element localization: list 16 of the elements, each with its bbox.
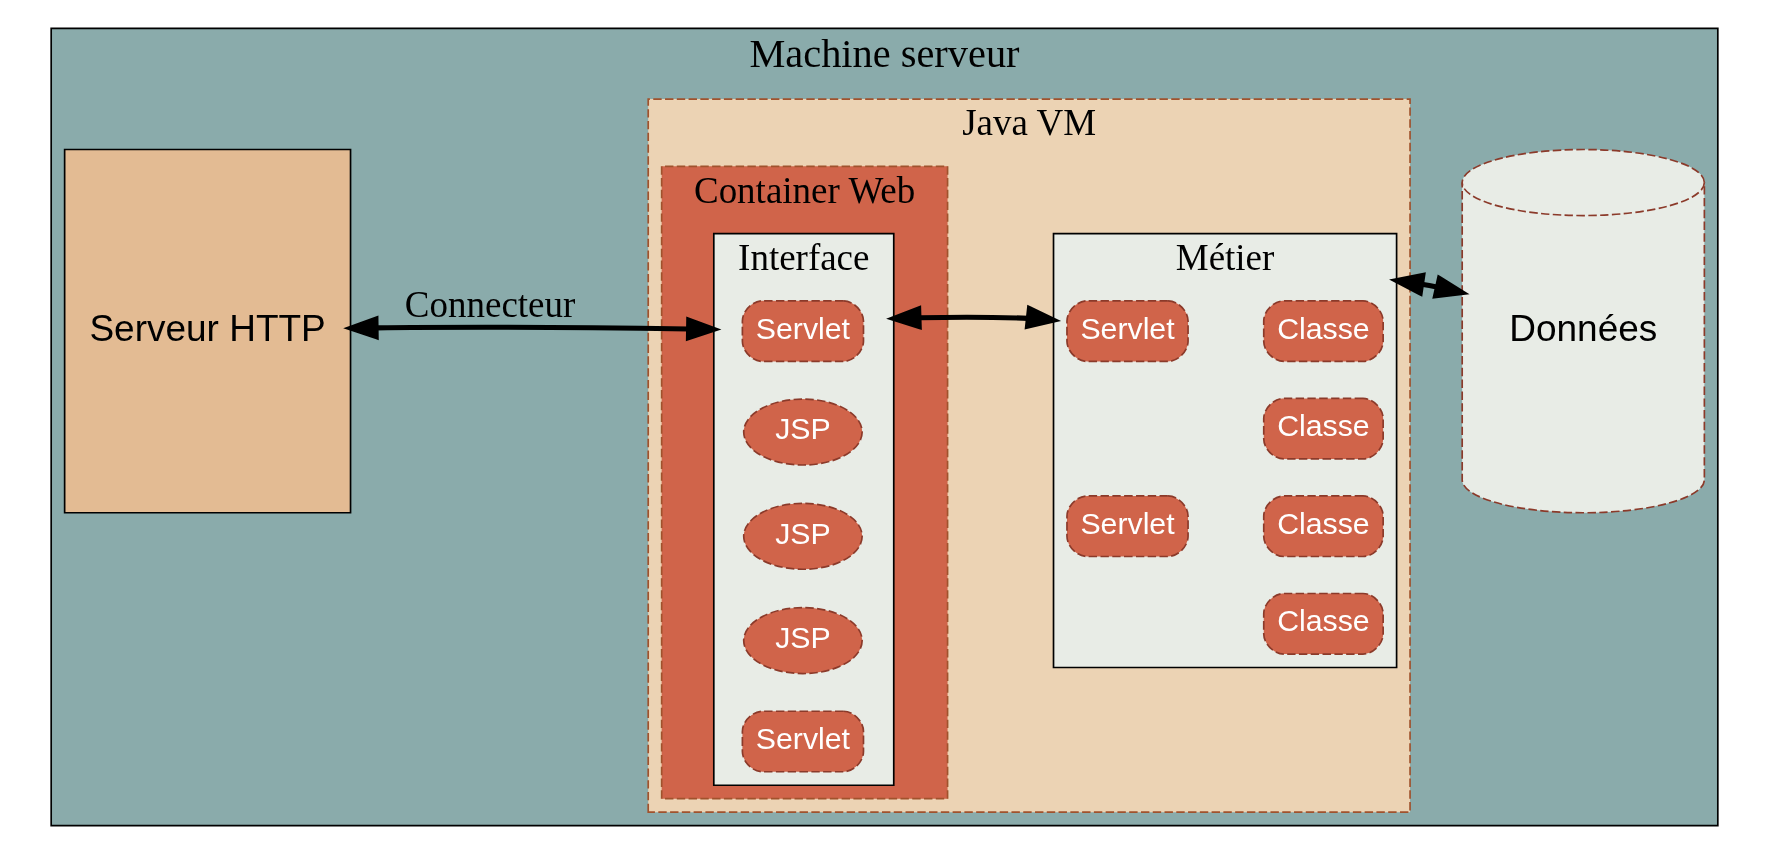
arrow bbox=[886, 304, 1062, 331]
node-box: Classe bbox=[1262, 592, 1384, 655]
node-box: Servlet bbox=[741, 300, 865, 363]
arrow bbox=[1389, 272, 1470, 299]
node-box: Servlet bbox=[1066, 300, 1189, 363]
node-ellipse: JSP bbox=[742, 502, 863, 571]
node-box: Classe bbox=[1262, 300, 1384, 363]
node-box: Classe bbox=[1262, 397, 1384, 460]
node-box: Servlet bbox=[1066, 495, 1189, 558]
arrow bbox=[343, 315, 722, 342]
node-box: Servlet bbox=[741, 710, 865, 773]
node-box: Serveur HTTP bbox=[63, 148, 352, 514]
node-ellipse: JSP bbox=[742, 398, 863, 466]
node-box: Classe bbox=[1262, 495, 1384, 558]
node-ellipse: JSP bbox=[742, 606, 863, 675]
edge-label: Connecteur bbox=[404, 284, 576, 326]
